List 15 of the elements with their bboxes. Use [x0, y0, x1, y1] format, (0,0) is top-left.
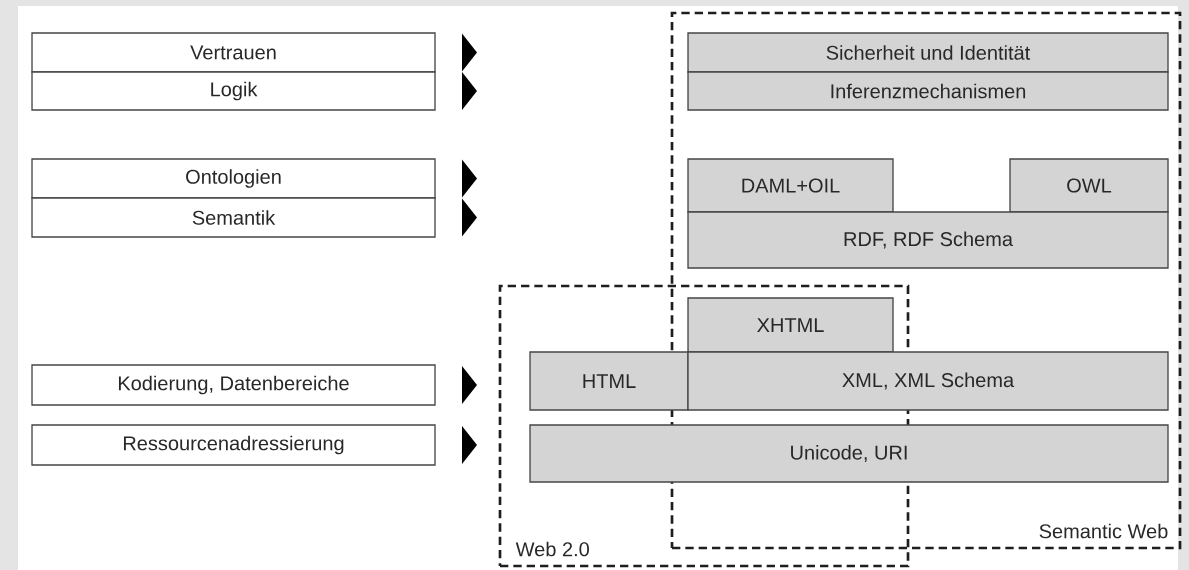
region-label: Web 2.0 [515, 541, 589, 557]
layer-box: HTML [529, 351, 689, 411]
layer-box: XHTML [687, 297, 894, 353]
layer-label-box: Semantik [31, 197, 436, 238]
layer-label-box: Ontologien [31, 158, 436, 199]
layer-label-box: Kodierung, Datenbereiche [31, 364, 436, 406]
layer-box: Unicode, URI [529, 424, 1169, 483]
layer-label-box: Vertrauen [31, 32, 436, 73]
layer-box: Inferenzmechanismen [687, 71, 1169, 111]
region-label: Semantic Web [1039, 523, 1168, 539]
layer-box: OWL [1009, 158, 1169, 213]
layer-label-box: Logik [31, 71, 436, 111]
layer-label-box: Ressourcenadressierung [31, 424, 436, 466]
layer-box: Sicherheit und Identität [687, 32, 1169, 73]
layer-box: DAML+OIL [687, 158, 894, 213]
